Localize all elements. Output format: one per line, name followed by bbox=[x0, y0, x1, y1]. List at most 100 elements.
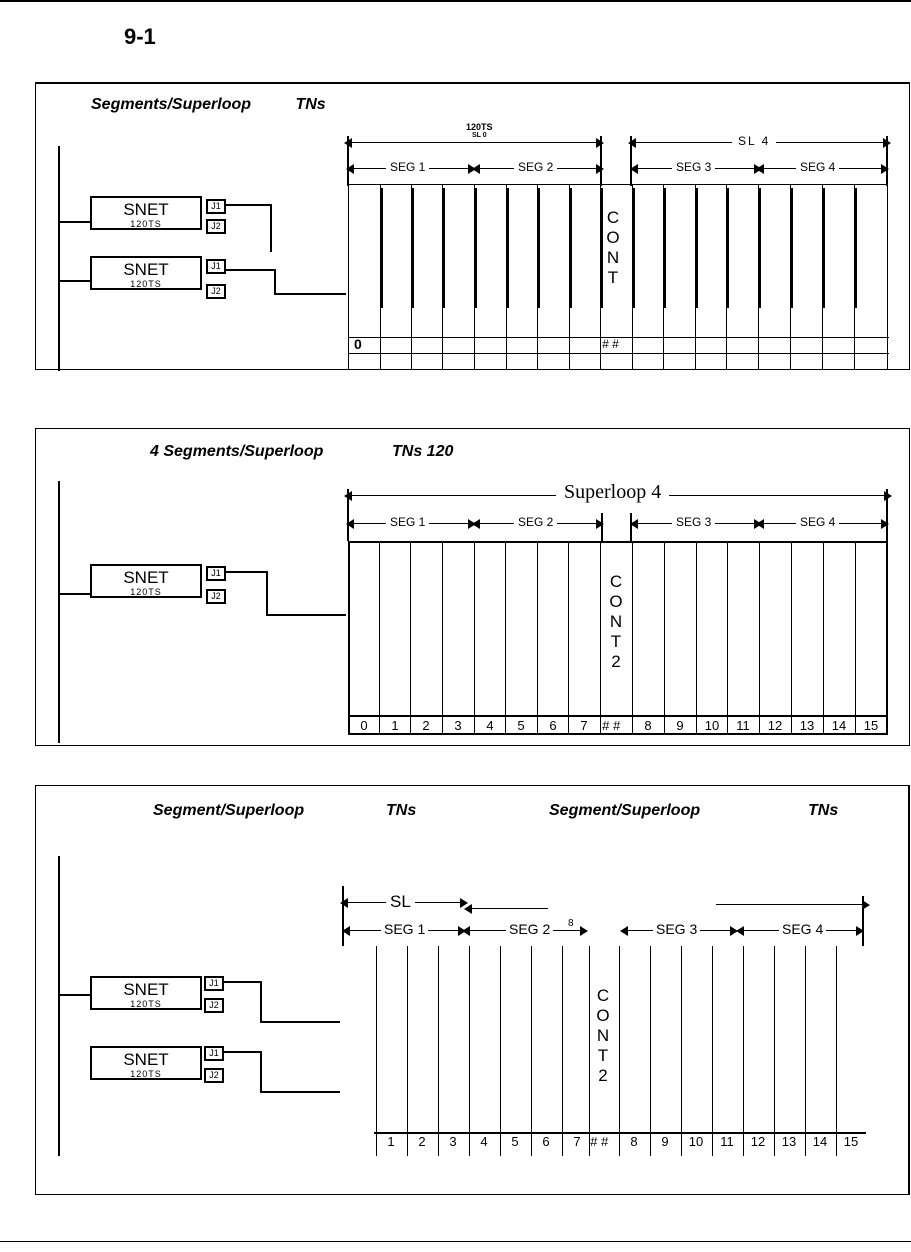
cont-letter: 2 bbox=[611, 652, 621, 671]
panel-3-rack-rail bbox=[374, 1132, 866, 1134]
cont-letter: O bbox=[596, 1006, 610, 1025]
panel-2-slot-divider bbox=[568, 541, 569, 735]
panel-3-link-a bbox=[59, 994, 91, 996]
panel-3-slot-divider bbox=[619, 946, 620, 1156]
panel-1-card-rack bbox=[348, 184, 889, 370]
panel-3-seg4-label: SEG 4 bbox=[779, 921, 827, 937]
panel-2-tick bbox=[347, 489, 349, 541]
panel-1-slot-divider bbox=[474, 184, 475, 370]
panel-1-card-edge bbox=[855, 188, 857, 308]
panel-2-slot-divider bbox=[855, 541, 856, 735]
panel-3-snet-2: SNET 120TS bbox=[90, 1046, 202, 1080]
panel-3-seg2-label: SEG 2 bbox=[506, 921, 554, 937]
panel-1-slot-divider bbox=[569, 184, 570, 370]
panel-3-slot-number: 1 bbox=[387, 1134, 395, 1149]
panel-1-card-edge bbox=[443, 188, 445, 308]
panel-3-title-b: TNs bbox=[386, 802, 417, 819]
panel-1-cable-a1 bbox=[226, 204, 272, 206]
panel-3-slot-divider bbox=[562, 946, 563, 1156]
panel-2-cont-edge bbox=[600, 541, 601, 735]
panel-1-jack-j1-b: J1 bbox=[206, 259, 226, 274]
panel-1-card-edge bbox=[727, 188, 729, 308]
snet-sub-label: 120TS bbox=[130, 279, 162, 289]
panel-3-jack-j1-b: J1 bbox=[204, 1046, 224, 1061]
panel-1-rack-rail bbox=[349, 337, 889, 338]
panel-2-seg1-label: SEG 1 bbox=[386, 515, 430, 529]
panel-3-title-c: Segment/Superloop bbox=[549, 802, 701, 819]
snet-label: SNET bbox=[123, 568, 169, 587]
panel-3-slot-divider bbox=[712, 946, 713, 1156]
panel-1-cable-a2 bbox=[270, 204, 272, 252]
cont-letter: T bbox=[607, 268, 619, 287]
panel-2-seg2-label: SEG 2 bbox=[514, 515, 558, 529]
panel-2-slot-number: 4 bbox=[486, 718, 494, 733]
panel-1-slot-divider bbox=[790, 184, 791, 370]
panel-3-slot-number: 11 bbox=[720, 1134, 734, 1149]
panel-3-title-d: TNs bbox=[808, 802, 839, 819]
cont-letter: O bbox=[606, 228, 620, 247]
snet-label: SNET bbox=[123, 980, 169, 999]
panel-1-slot-divider bbox=[758, 184, 759, 370]
panel-2-snet: SNET 120TS bbox=[90, 564, 202, 598]
panel-2-title-b: TNs 120 bbox=[392, 443, 454, 460]
panel-3-slot-divider bbox=[743, 946, 744, 1156]
cont-letter: N bbox=[606, 248, 620, 267]
panel-3-slot-divider bbox=[438, 946, 439, 1156]
snet-label: SNET bbox=[123, 1050, 169, 1069]
cont-letter: 2 bbox=[598, 1066, 608, 1085]
panel-3-cont-edge bbox=[589, 946, 590, 1156]
panel-1-card-edge bbox=[791, 188, 793, 308]
panel-2-slot-divider bbox=[632, 541, 633, 735]
panel-3-backbone bbox=[58, 856, 60, 1156]
panel-2-slot-number: 15 bbox=[863, 718, 879, 733]
panel-1-slot-divider bbox=[537, 184, 538, 370]
panel-1-slot-divider bbox=[726, 184, 727, 370]
figure-number: 9-1 bbox=[124, 24, 156, 49]
snet-sub-label: 120TS bbox=[130, 587, 162, 597]
panel-1-card-edge bbox=[601, 188, 603, 308]
panel-1-slot-divider bbox=[663, 184, 664, 370]
panel-3-sl-label: SL bbox=[386, 892, 415, 912]
panel-3-slot-divider bbox=[805, 946, 806, 1156]
panel-2-slot-divider bbox=[379, 541, 380, 735]
panel-1-jack-j2-b: J2 bbox=[206, 284, 226, 299]
panel-2-backbone bbox=[58, 481, 60, 743]
panel-3-snet-1: SNET 120TS bbox=[90, 976, 202, 1010]
panel-3-slot-number: 13 bbox=[781, 1134, 797, 1149]
panel-1-link-a bbox=[59, 221, 91, 223]
panel-3-slot-number: 4 bbox=[480, 1134, 488, 1149]
panel-3-slot-number: 15 bbox=[843, 1134, 859, 1149]
cont-letter: T bbox=[597, 1046, 609, 1065]
panel-2-seg4-label: SEG 4 bbox=[796, 515, 840, 529]
panel-1-tick bbox=[600, 136, 602, 186]
cont-letter: T bbox=[610, 632, 622, 651]
panel-3-slot-divider bbox=[531, 946, 532, 1156]
panel-2-slot-divider bbox=[348, 541, 349, 735]
panel-2-slot-number: 1 bbox=[391, 718, 399, 733]
panel-3-slot-number: 14 bbox=[812, 1134, 828, 1149]
panel-1-card-edge bbox=[412, 188, 414, 308]
panel-3-slot-number: 12 bbox=[750, 1134, 766, 1149]
panel-1-slot-0: 0 bbox=[354, 336, 362, 352]
panel-3-seg1-label: SEG 1 bbox=[381, 921, 429, 937]
panel-2-rack-rail bbox=[350, 715, 886, 717]
panel-3-slot-number: 9 bbox=[661, 1134, 669, 1149]
panel-2-slot-number: 2 bbox=[422, 718, 430, 733]
panel-2: 4 Segments/Superloop TNs 120 SNET 120TS … bbox=[35, 428, 910, 746]
panel-1-slot-divider bbox=[411, 184, 412, 370]
cont-letter: N bbox=[609, 612, 623, 631]
snet-label: SNET bbox=[123, 260, 169, 279]
panel-1-sl0-label: SL 0 bbox=[472, 132, 487, 139]
panel-1-card-edge bbox=[570, 188, 572, 308]
panel-3-slot-divider bbox=[836, 946, 837, 1156]
panel-3-cable-a3 bbox=[260, 1021, 340, 1023]
panel-2-cable-1 bbox=[226, 571, 268, 573]
panel-3-cable-b3 bbox=[260, 1091, 340, 1093]
panel-2-slot-divider bbox=[537, 541, 538, 735]
panel-2-slot-divider bbox=[759, 541, 760, 735]
panel-3-tick bbox=[342, 886, 344, 946]
panel-1-tick bbox=[630, 136, 632, 186]
panel-2-superloop-label: Superloop 4 bbox=[556, 481, 670, 504]
